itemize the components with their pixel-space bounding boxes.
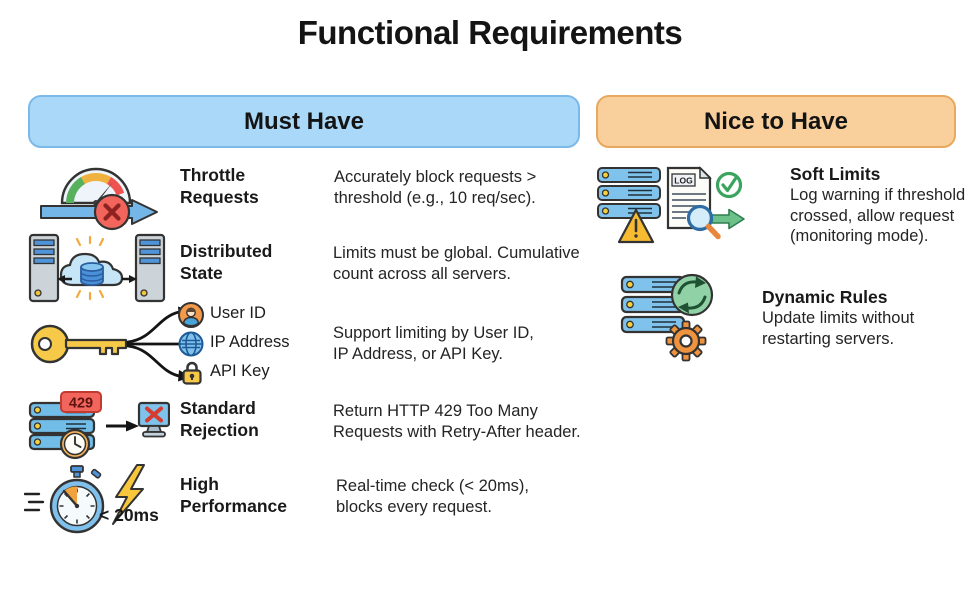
gear-icon <box>665 320 707 362</box>
stopwatch-lightning-icon <box>24 464 145 534</box>
item-desc-dynamic-rules: Update limits without restarting servers… <box>762 309 915 348</box>
clock-icon <box>59 428 91 460</box>
rays <box>75 235 105 301</box>
ip-address-icon <box>178 331 204 357</box>
sync-arrows <box>57 275 137 283</box>
log-doc-text: LOG <box>674 176 693 186</box>
user-id-icon <box>178 302 204 328</box>
soft-limits-log-icon: LOG <box>597 166 745 244</box>
branch-label-api-key: API Key <box>210 362 270 380</box>
http-429-rejection-icon: 429 <box>28 391 170 460</box>
server-stack-icon <box>597 167 661 219</box>
nice-to-have-header: Nice to Have <box>596 95 956 148</box>
speed-lines <box>24 492 45 512</box>
nice-to-have-header-label: Nice to Have <box>703 107 849 135</box>
warning-triangle-icon <box>617 208 655 244</box>
page-title: Functional Requirements <box>297 14 683 51</box>
item-desc-throttle-requests: Accurately block requests > threshold (e… <box>334 168 537 207</box>
branch-arrows <box>126 310 184 378</box>
item-desc-identity-limiting: Support limiting by User ID, IP Address,… <box>333 324 534 363</box>
dynamic-rules-icon <box>620 273 714 362</box>
item-desc-high-performance: Real-time check (< 20ms), blocks every r… <box>336 477 530 516</box>
item-label-soft-limits: Soft Limits <box>790 164 881 184</box>
badge-429-text: 429 <box>69 396 93 412</box>
item-label-distributed-state: Distributed State <box>180 241 273 283</box>
refresh-icon <box>670 273 714 317</box>
item-label-high-performance: High Performance <box>180 474 287 516</box>
monitor-x-icon <box>137 401 170 438</box>
gauge-throttle-icon <box>40 167 158 231</box>
check-circle-icon <box>715 171 743 199</box>
lightning-icon <box>112 464 145 525</box>
item-label-dynamic-rules: Dynamic Rules <box>762 287 888 307</box>
must-have-header: Must Have <box>28 95 580 148</box>
item-desc-standard-rejection: Return HTTP 429 Too Many Requests with R… <box>333 402 581 441</box>
branch-label-ip-address: IP Address <box>210 333 290 351</box>
database-icon <box>80 262 104 286</box>
server-stack-icon <box>620 275 686 334</box>
item-desc-distributed-state: Limits must be global. Cumulative count … <box>333 244 580 283</box>
distributed-state-icon <box>28 233 166 303</box>
stopwatch-icon <box>49 465 105 534</box>
must-have-header-label: Must Have <box>243 107 365 135</box>
item-label-standard-rejection: Standard Rejection <box>180 398 259 440</box>
latency-caption: < 20ms <box>99 505 159 525</box>
allow-arrow-icon <box>711 208 745 230</box>
badge-429: 429 <box>60 391 102 413</box>
branch-label-user-id: User ID <box>210 304 266 322</box>
key-branch-icon <box>30 306 194 382</box>
item-label-throttle-requests: Throttle Requests <box>180 165 259 207</box>
api-key-icon <box>182 361 202 385</box>
magnifier-icon <box>686 204 721 240</box>
item-desc-soft-limits: Log warning if threshold crossed, allow … <box>790 186 966 245</box>
server-tower-left-icon <box>28 233 60 303</box>
server-tower-right-icon <box>134 233 166 303</box>
